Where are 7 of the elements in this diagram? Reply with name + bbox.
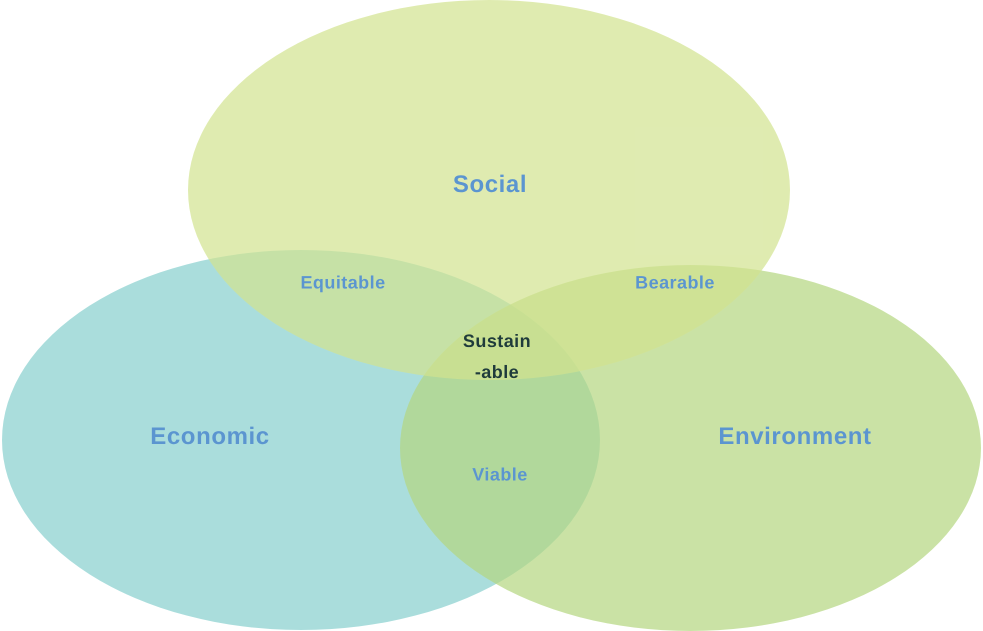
overlap-label: Viable	[472, 464, 528, 486]
overlap-label: Equitable	[300, 272, 386, 294]
set-label: Social	[452, 170, 528, 200]
overlap-label: Sustain -able	[462, 330, 532, 384]
set-label: Economic	[150, 422, 270, 452]
set-label: Environment	[718, 422, 872, 452]
overlap-label: Bearable	[635, 272, 715, 294]
